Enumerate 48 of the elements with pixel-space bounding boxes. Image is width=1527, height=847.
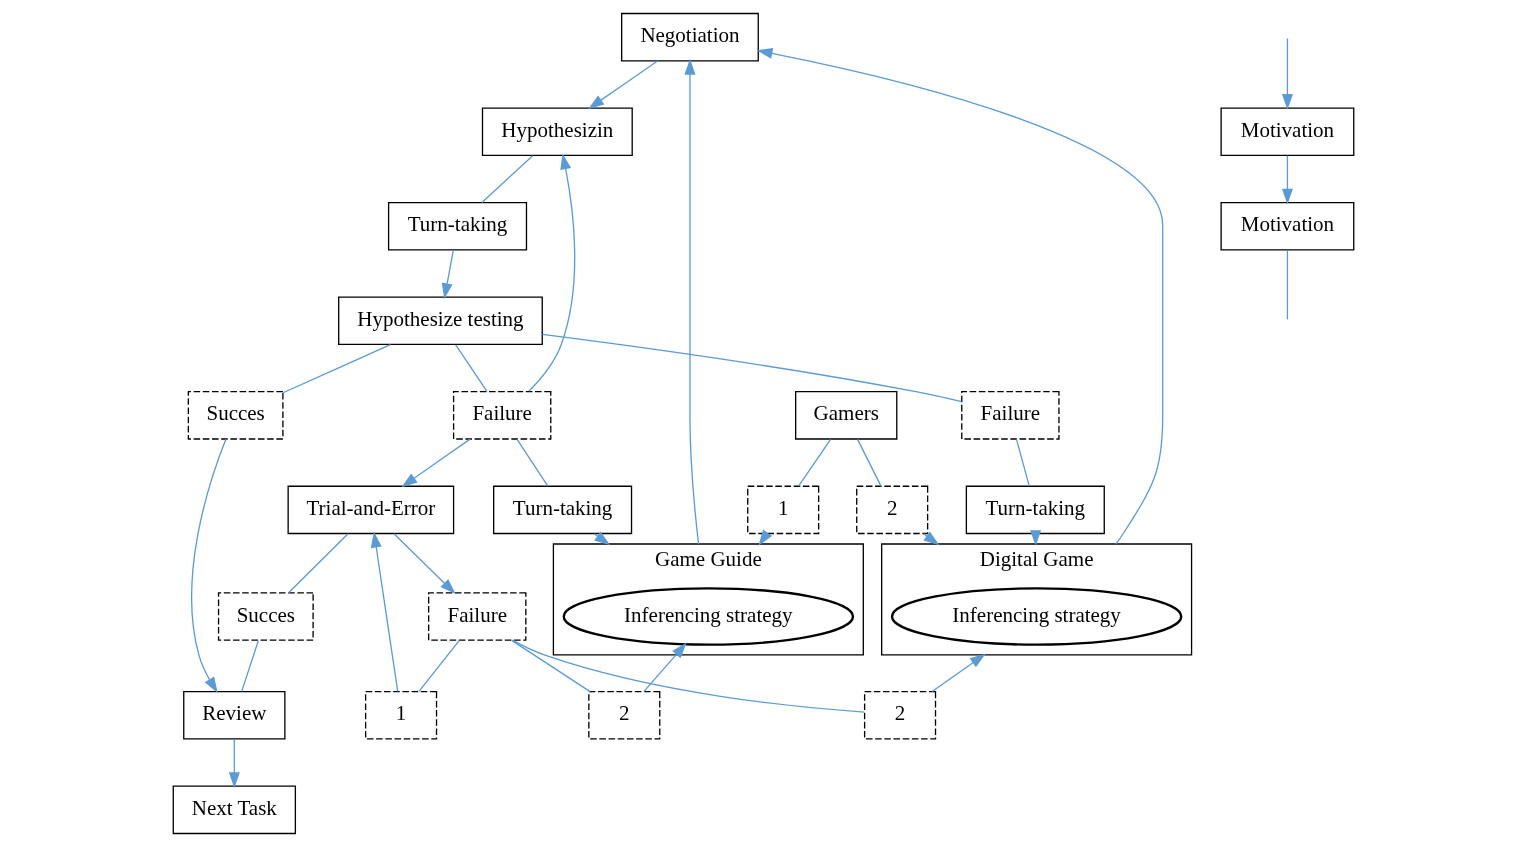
node-box: Gamers [795,391,898,440]
node-box: Turn-taking [387,201,528,251]
connector [455,344,488,393]
connector [511,639,591,693]
node-box: Motivation [1220,201,1355,251]
arrow [931,653,986,693]
node-box: Review [183,691,286,740]
arrow [393,533,456,595]
arrow [190,438,227,693]
arrow [401,438,471,488]
node-box: Negotiation [621,12,759,62]
connector [1015,438,1030,487]
arrow [588,60,659,109]
connector [287,533,349,594]
node-box: Failure [961,391,1060,440]
connector [418,639,460,692]
connector [516,438,549,487]
arrow [370,531,399,693]
node-box: Trial-and-Error [287,485,455,535]
arrow [758,529,773,546]
connector [481,155,534,204]
node-box: Hypothesize testing [338,296,543,346]
arrow [441,249,454,299]
connector [282,343,391,394]
arrow [684,58,700,545]
arrow [228,738,240,789]
node-box: Motivation [1220,107,1355,156]
node-box: Failure [452,391,552,440]
node-box: Succes [217,592,314,641]
node-ellipse: Inferencing strategy [562,587,855,646]
arrow [643,642,687,693]
connector [541,333,963,403]
node-box: 2 [588,691,661,740]
node-box: Failure [428,592,527,641]
connector [856,438,882,487]
arrow [1281,155,1293,205]
connector [797,438,832,487]
arrow [528,153,576,392]
connector [241,639,259,692]
node-box: Succes [187,391,284,440]
node-box: Hypothesizin [481,107,633,156]
node-box: 1 [364,691,438,740]
node-box: 2 [863,691,937,740]
connector [1286,249,1289,320]
connector [511,639,865,713]
node-box: Next Task [172,785,297,835]
node-ellipse: Inferencing strategy [890,587,1183,646]
arrow [1281,37,1293,110]
